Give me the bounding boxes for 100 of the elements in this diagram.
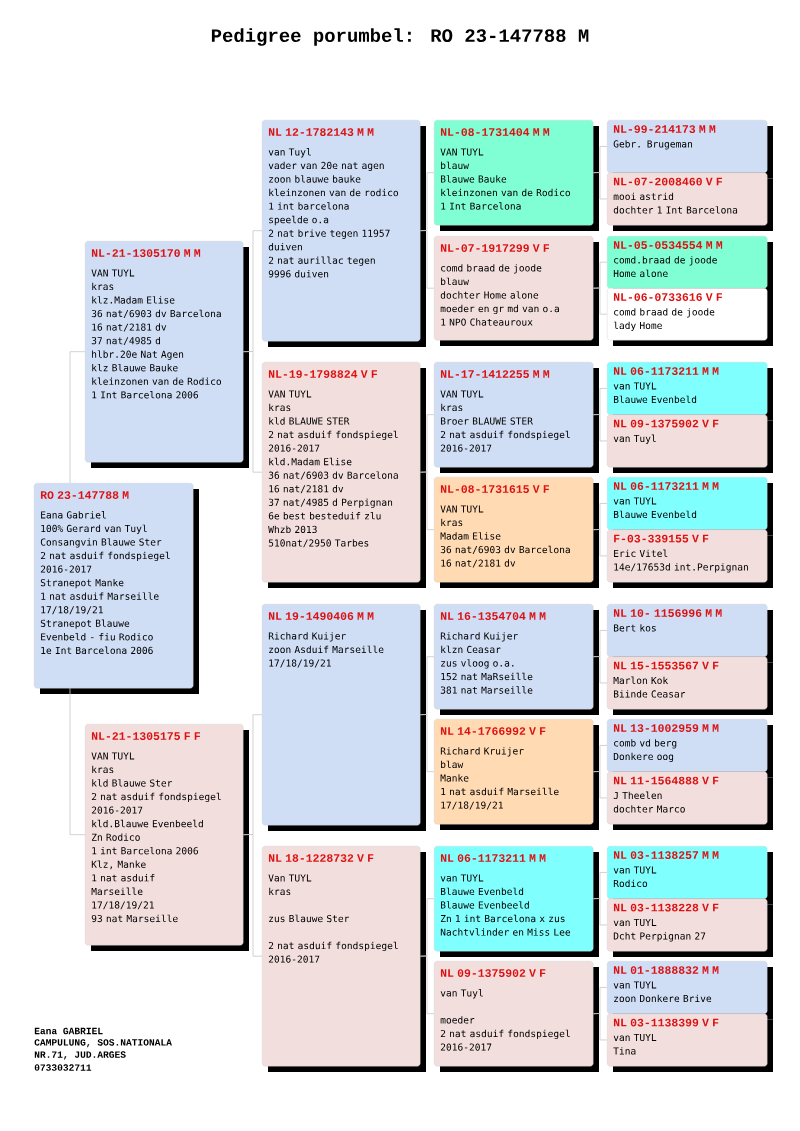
pedigree-card (607, 120, 773, 179)
note-text: 2 nat asduif fondspiegel (91, 792, 221, 803)
note-text: Dcht Perpignan 27 (613, 932, 706, 942)
pedigree-card (607, 529, 773, 588)
ring-number: NL-99-214173 M M (613, 125, 716, 133)
note-text: 2016-2017 (268, 444, 320, 452)
note-text: 2016-2017 (440, 1043, 492, 1051)
pedigree-card (607, 719, 773, 778)
pedigree-card (607, 898, 773, 957)
note-text: kld BLAUWE STER (269, 417, 350, 425)
note-text: Marseille (91, 887, 143, 896)
note-text: VAN TUYL (91, 269, 135, 277)
connector-line (593, 656, 608, 684)
note-text: Consangvin Blauwe Ster (40, 538, 162, 548)
ring-number: NL-07-2008460 V F (613, 177, 722, 186)
note-text: Richard Kruijer (440, 747, 524, 757)
pedigree-card (607, 236, 773, 294)
note-text: 100% Gerard van Tuyl (41, 524, 147, 534)
note-text: Eana Gabriel (41, 511, 106, 519)
note-text: J Theelen (613, 791, 662, 800)
note-text: 1 nat asduif Marseille (441, 787, 559, 796)
pedigree-card (607, 656, 773, 715)
connector-line (69, 687, 86, 836)
note-text: dochter Marco (613, 805, 685, 813)
note-text: 2 nat asduif fondspiegel (268, 430, 398, 441)
note-text: 1 Int Barcelona 2006 (92, 391, 198, 399)
ring-number: NL 13-1002959 M M (613, 724, 719, 732)
pedigree-card (607, 604, 773, 663)
ring-number: NL 12-1782143 M M (268, 128, 374, 136)
ring-number: NL-05-0534554 M M (613, 241, 723, 249)
connector-line (420, 230, 435, 289)
note-text: kras (92, 282, 114, 291)
note-text: klz Blauwe Bauke (92, 363, 178, 372)
note-text: 2 nat aurillac tegen (268, 256, 375, 266)
pedigree-card (262, 362, 426, 588)
ring-number: NL 03-1138399 V F (613, 1018, 719, 1027)
note-text: dochter Home alone (440, 291, 539, 299)
note-text: 2 nat asduif fondspiegel (440, 1029, 570, 1040)
note-text: 93 nat Marseille (91, 914, 178, 923)
connector-line (420, 714, 435, 773)
title: Pedigree porumbel: RO 23-147788 M (211, 28, 589, 46)
note-text: kleinzonen van de rodico (269, 188, 399, 197)
pedigree-card (607, 846, 773, 905)
note-text: Richard Kuijer (440, 632, 518, 642)
pedigree-card (434, 236, 599, 346)
note-text: van TUYL (613, 918, 657, 927)
note-text: 9996 duiven (268, 270, 329, 278)
connector-line (420, 471, 435, 531)
pedigree-card (85, 724, 249, 951)
note-text: dochter 1 Int Barcelona (613, 206, 738, 214)
ring-number: NL-21-1305175 F F (91, 732, 200, 740)
pedigree-card (262, 120, 426, 347)
pedigree-card (434, 961, 599, 1072)
note-text: 36 nat/6903 dv Barcelona (268, 471, 398, 480)
pedigree-card (85, 241, 249, 468)
pedigree-card (434, 477, 599, 588)
note-text: van TUYL (613, 866, 657, 874)
note-text: 16 nat/2181 dv (269, 485, 344, 494)
connector-line (593, 771, 608, 799)
ring-number: NL-19-1798824 V F (268, 370, 377, 378)
ring-number: NL 18-1228732 V F (268, 854, 374, 862)
note-text: comd.braad de joode (614, 256, 717, 266)
note-text: lady Home (613, 321, 662, 331)
note-text: kld.Blauwe Evenbeeld (92, 819, 203, 828)
note-text: 1 int Barcelona 2006 (92, 846, 198, 855)
note-text: 1 nat asduif Marseille (41, 592, 159, 600)
ring-number: NL 09-1375902 V F (440, 969, 546, 977)
note-text: Tina (613, 1047, 636, 1055)
pedigree-card (607, 961, 773, 1020)
note-text: comd braad de joode (614, 308, 715, 318)
note-text: Klz, Manke (91, 860, 146, 870)
note-text: vader van 20e nat agen (268, 161, 384, 171)
note-text: klz.Madam Elise (92, 296, 175, 304)
pedigree-card (262, 846, 426, 1072)
note-text: kras (269, 887, 291, 896)
connector-line (593, 529, 608, 557)
note-text: Eric Vitel (614, 549, 668, 558)
ring-number: NL-17-1412255 M M (440, 370, 550, 378)
note-text: 17/18/19/21 (269, 659, 331, 668)
note-text: Rodico (613, 879, 648, 888)
note-text: 17/18/19/21 (41, 606, 103, 615)
pedigree-card (262, 604, 426, 831)
ring-number: F-03-339155 V F (614, 534, 709, 543)
ring-number: NL 19-1490406 M M (268, 612, 374, 620)
pedigree-card (434, 846, 599, 957)
note-text: 1 Int Barcelona (441, 202, 521, 210)
note-text: zus Blauwe Ster (269, 914, 350, 923)
note-text: 2 nat asduif fondspiegel (440, 430, 570, 441)
pedigree-card (434, 604, 599, 715)
note-text: Van TUYL (268, 874, 312, 882)
pedigree-card (607, 1013, 773, 1072)
connector-line (593, 414, 608, 442)
connector-line (593, 172, 608, 200)
note-text: moeder (440, 1016, 475, 1024)
note-text: zoon Donkere Brive (614, 994, 712, 1003)
note-text: Biinde Ceasar (614, 690, 686, 698)
pedigree-card (434, 120, 599, 231)
note-text: Zn Rodico (91, 833, 140, 841)
note-text: hlbr.20e Nat Agen (92, 350, 184, 360)
ring-number: NL 03-1138257 M M (613, 851, 719, 859)
